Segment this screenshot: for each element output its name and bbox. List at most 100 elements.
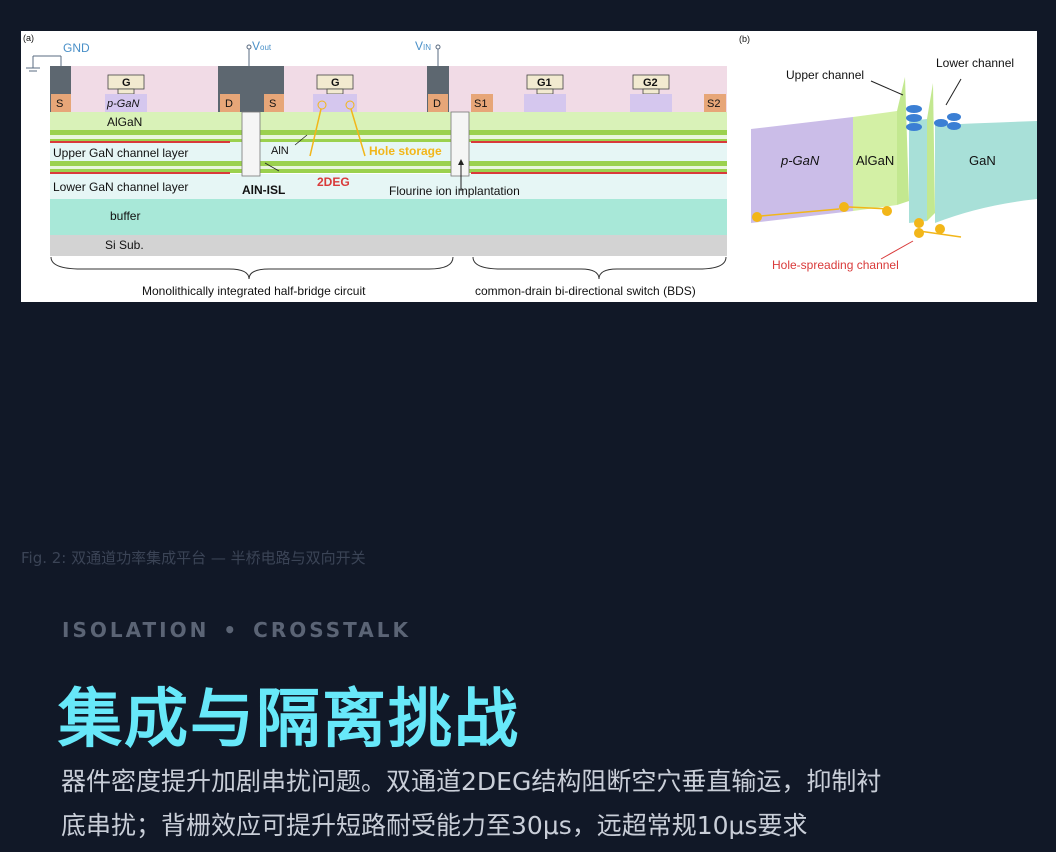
lower-channel-pointer [945,78,962,106]
hole-spreading-pointer [880,240,914,260]
2deg-upper-2 [471,141,727,143]
electron-lower-2 [947,113,961,121]
gnd-label: GND [63,41,90,55]
aln-label: AlN [271,145,289,157]
band-spike-1 [897,77,909,205]
buffer-label: buffer [110,209,140,223]
contact-d-left [220,94,240,112]
electron-lower-3 [947,122,961,130]
upper-channel-pointer [870,80,904,96]
g-label-mid: G [331,77,340,89]
band-gan-gap [909,119,927,223]
body-text: 器件密度提升加剧串扰问题。双通道2DEG结构阻断空穴垂直输运，抑制衬 底串扰；背… [61,760,1001,848]
eyebrow-crosstalk: CROSSTALK [253,618,411,642]
lower-gan-layer [50,174,727,199]
half-bridge-label: Monolithically integrated half-bridge ci… [142,284,366,298]
pgan-label: p-GaN [106,98,139,110]
pgan-g1 [524,94,566,112]
contact-d-mid [428,94,448,112]
hole-spreading-label: Hole-spreading channel [772,258,899,272]
vout-terminal [246,44,252,50]
contact-s1 [471,94,493,112]
g1-label: G1 [537,77,552,89]
isolation-trench-1 [241,111,261,177]
hole-symbol-1 [317,100,327,110]
band-pgan [751,117,853,223]
band-spike-2 [927,83,935,221]
gate-mid-stem [326,88,344,95]
upper-gan-layer [50,142,727,161]
b-gan-label: GaN [969,153,996,168]
page-title: 集成与隔离挑战 [58,683,520,757]
bds-label: common-drain bi-directional switch (BDS) [475,284,696,298]
aln-strip-3 [50,161,727,166]
body-line-2: 底串扰；背栅效应可提升短路耐受能力至30μs，远超常规10μs要求 [61,811,808,840]
contact-s2 [704,94,726,112]
eyebrow: ISOLATION • CROSSTALK [62,618,411,642]
algan-label: AlGaN [107,115,142,129]
figure-panel: (a) [21,31,1037,302]
hole-b-6 [935,224,945,234]
electron-lower-1 [934,119,948,127]
si-substrate [50,235,727,256]
s2-label: S2 [707,98,720,110]
pgan-g2 [630,94,672,112]
upper-channel-label: Upper channel [786,68,864,82]
panel-b-label: (b) [739,34,750,44]
strip-gap-2 [50,166,727,169]
hole-b-1 [752,212,762,222]
2deg-lower-1 [50,172,230,174]
hole-b-2 [839,202,849,212]
contact-s-mid [264,94,284,112]
g-label-left: G [122,77,131,89]
s1-label: S1 [474,98,487,110]
aln-pointer [294,134,308,146]
aln-strip-4 [50,169,727,173]
band-gan [935,121,1037,223]
panel-a-label: (a) [23,33,34,43]
aln-isl-label: AlN-ISL [242,183,285,197]
eyebrow-isolation: ISOLATION [62,618,210,642]
electron-upper-2 [906,114,922,122]
electron-upper-3 [906,123,922,131]
eyebrow-separator: • [223,618,240,642]
b-algan-label: AlGaN [856,153,894,168]
algan-layer [50,112,727,130]
hole-arrow-1 [309,108,322,157]
gate-g2-stem [642,88,660,95]
si-label: Si Sub. [105,238,144,252]
d-label-left: D [225,98,233,110]
text-fade-overlay [840,806,1056,852]
pgan-left [105,94,147,112]
gate-g1-stem [536,88,554,95]
b-pgan-label: p-GaN [780,153,820,168]
electron-upper-1 [906,105,922,113]
upper-layer-label: Upper GaN channel layer [53,146,188,160]
hole-b-5 [914,228,924,238]
hole-b-4 [914,218,924,228]
d-label-mid: D [433,98,441,110]
body-line-1: 器件密度提升加剧串扰问题。双通道2DEG结构阻断空穴垂直输运，抑制衬 [61,767,882,796]
pgan-mid [313,94,357,112]
strip-gap-1 [50,135,727,139]
contact-s-left [51,94,71,112]
hole-symbol-2 [345,100,355,110]
vout-label: Vout [252,39,272,53]
passivation-layer [50,66,727,112]
figure-caption: Fig. 2: 双通道功率集成平台 — 半桥电路与双向开关 [21,549,366,567]
fluorine-arrowhead [458,159,464,165]
g2-label: G2 [643,77,658,89]
bds-brace [472,256,727,280]
s-label-left: S [56,98,63,110]
lower-layer-label: Lower GaN channel layer [53,180,188,194]
aln-strip-1 [50,130,727,135]
2deg-lower-2 [471,172,727,174]
2deg-label: 2DEG [317,175,350,189]
gate-left-stem [117,88,135,95]
hole-spread-arrow-1 [760,208,840,217]
lower-channel-label: Lower channel [936,56,1014,70]
heterostructure-diagram: (a) [23,33,1037,298]
2deg-upper-1 [50,141,230,143]
vin-terminal [435,44,441,50]
half-bridge-brace [50,256,454,280]
